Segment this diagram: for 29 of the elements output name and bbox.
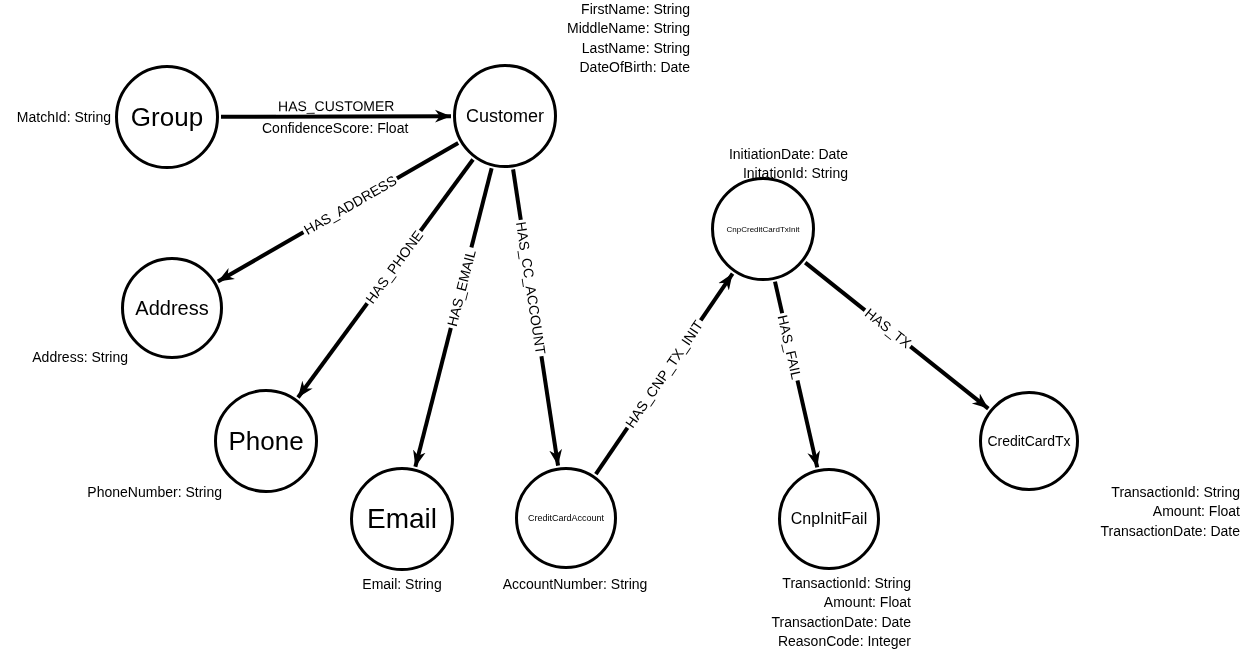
node-label: Customer — [466, 105, 544, 127]
property-text: TransactionDate: Date — [771, 612, 911, 632]
property-text: Amount: Float — [1152, 502, 1240, 522]
property-text: MatchId: String — [16, 108, 111, 127]
property-text: Amount: Float — [823, 593, 911, 613]
node-label: Address — [135, 296, 209, 320]
property-text: Email: String — [362, 575, 442, 594]
property-text: LastName: String — [581, 38, 690, 58]
property-text: MiddleName: String — [567, 19, 690, 39]
property-text: FirstName: String — [581, 0, 690, 19]
property-text: TransactionDate: Date — [1100, 521, 1240, 541]
node-label: Email — [367, 503, 437, 535]
node-label: CreditCardAccount — [527, 513, 604, 523]
property-text: AccountNumber: String — [502, 575, 648, 594]
property-text: InitationId: String — [742, 164, 848, 184]
property-text: TransactionId: String — [1111, 483, 1240, 502]
node-label: Group — [130, 101, 204, 133]
property-text: DateOfBirth: Date — [579, 57, 690, 77]
property-text: Address: String — [32, 348, 128, 367]
node-label: Phone — [228, 425, 304, 457]
property-text: ConfidenceScore: Float — [262, 120, 409, 136]
relationship-arrow — [221, 109, 451, 123]
property-text: ReasonCode: Integer — [777, 631, 911, 651]
property-text: InitiationDate: Date — [728, 145, 848, 164]
node-label: CreditCardTx — [987, 433, 1071, 449]
property-text: PhoneNumber: String — [87, 483, 222, 502]
node-label: CnpCreditCardTxInit — [726, 224, 800, 234]
property-text: TransactionId: String — [782, 574, 911, 593]
node-label: CnpInitFail — [790, 510, 868, 528]
